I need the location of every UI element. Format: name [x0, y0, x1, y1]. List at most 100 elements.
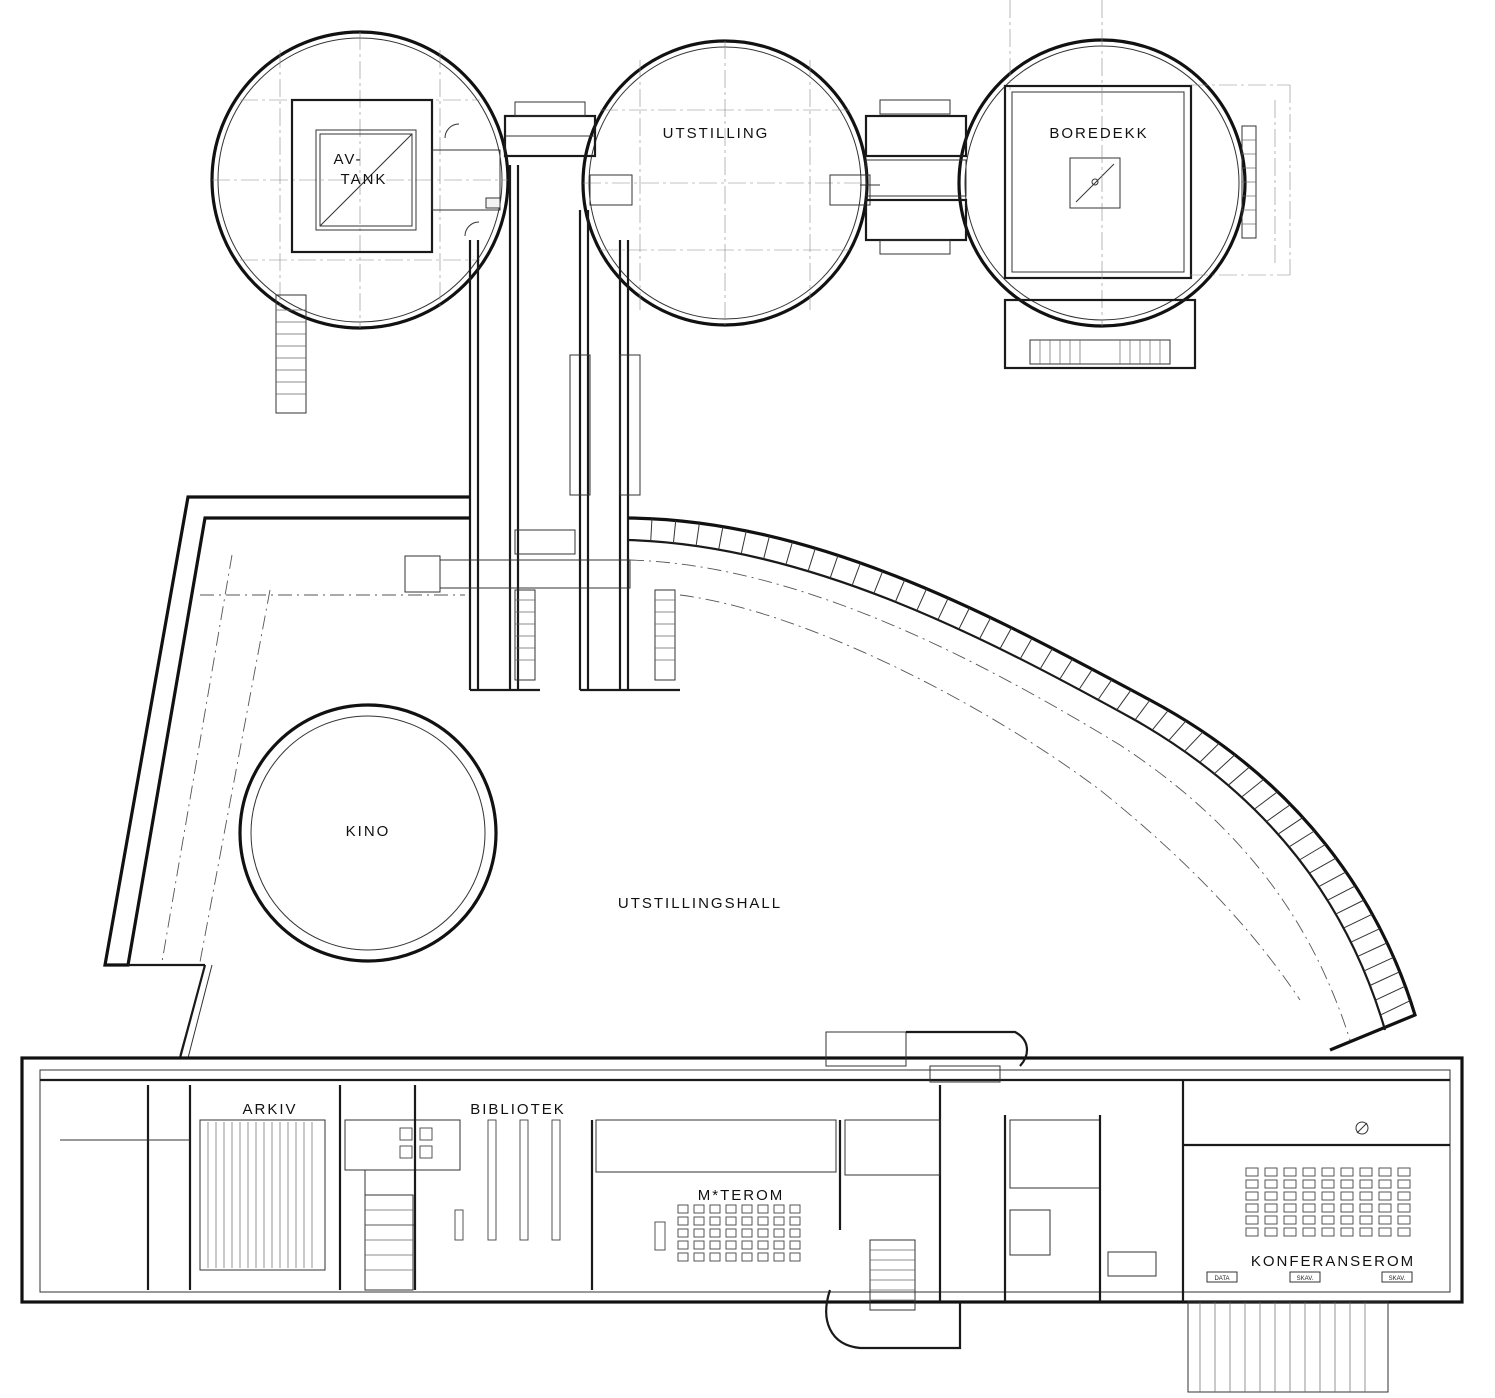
- meeting-chair: [741, 1240, 753, 1250]
- meeting-chair: [741, 1228, 753, 1238]
- conference-chair: [1397, 1227, 1411, 1237]
- tank-left: [210, 30, 510, 330]
- mullion: [916, 588, 928, 611]
- mullion: [1369, 971, 1400, 986]
- conference-chair: [1302, 1167, 1316, 1177]
- room-labels: AV- TANK UTSTILLING BOREDEKK KINO UTSTIL…: [242, 125, 1415, 1282]
- tank-middle: [581, 39, 880, 327]
- mullion: [894, 579, 906, 603]
- label-moterom: M*TEROM: [698, 1187, 785, 1204]
- mullion: [1227, 766, 1251, 786]
- meeting-chair: [789, 1204, 801, 1214]
- mullion: [1277, 817, 1304, 835]
- conference-chair: [1321, 1167, 1335, 1177]
- conference-chair: [1321, 1203, 1335, 1213]
- label-skap-1: SKAV.: [1297, 1276, 1314, 1282]
- conference-chair: [1397, 1203, 1411, 1213]
- mullion: [1019, 637, 1033, 660]
- meeting-chair: [709, 1240, 721, 1250]
- conference-chair: [1340, 1215, 1354, 1225]
- conference-chair: [1340, 1227, 1354, 1237]
- mullion: [979, 617, 992, 640]
- meeting-chair: [693, 1252, 705, 1262]
- label-konferanserom: KONFERANSEROM: [1251, 1253, 1415, 1270]
- conference-chair: [1340, 1167, 1354, 1177]
- conference-chair: [1340, 1191, 1354, 1201]
- mullion: [1343, 913, 1373, 929]
- meeting-chair: [693, 1204, 705, 1214]
- label-arkiv: ARKIV: [242, 1101, 297, 1118]
- meeting-chair: [789, 1228, 801, 1238]
- mullion: [650, 518, 653, 542]
- meeting-chair: [773, 1204, 785, 1214]
- conference-chair: [1283, 1191, 1297, 1201]
- conference-chair: [1397, 1215, 1411, 1225]
- mullion: [1288, 830, 1315, 848]
- conference-chair: [1397, 1191, 1411, 1201]
- meeting-chair: [693, 1216, 705, 1226]
- conference-chair: [1302, 1203, 1316, 1213]
- meeting-chair: [757, 1204, 769, 1214]
- meeting-chair: [677, 1204, 689, 1214]
- conference-chair: [1245, 1179, 1259, 1189]
- conference-chair: [1283, 1167, 1297, 1177]
- central-corridor: [404, 165, 680, 692]
- mullion: [1357, 942, 1388, 957]
- meeting-chair: [773, 1252, 785, 1262]
- label-skap-2: SKAV.: [1389, 1276, 1406, 1282]
- mullion: [740, 530, 747, 555]
- mullion: [1134, 699, 1151, 721]
- meeting-chair: [693, 1228, 705, 1238]
- mullion: [1380, 1000, 1411, 1016]
- mullion: [1184, 731, 1204, 752]
- mullion: [1350, 928, 1381, 943]
- mullion: [1199, 742, 1220, 763]
- conference-chair: [1378, 1203, 1392, 1213]
- kino-cylinder: [238, 703, 498, 963]
- library-chair: [399, 1127, 413, 1141]
- mullion: [851, 562, 861, 586]
- conference-chair: [1321, 1227, 1335, 1237]
- conference-chair: [1359, 1167, 1373, 1177]
- conference-chair: [1302, 1215, 1316, 1225]
- conference-chair: [1283, 1179, 1297, 1189]
- meeting-chair: [677, 1240, 689, 1250]
- conference-chair: [1359, 1227, 1373, 1237]
- meeting-chair: [773, 1216, 785, 1226]
- conference-chair: [1302, 1179, 1316, 1189]
- conference-chair: [1397, 1167, 1411, 1177]
- meeting-chair: [725, 1252, 737, 1262]
- mullion: [1299, 843, 1326, 861]
- conference-chair: [1283, 1227, 1297, 1237]
- meeting-chair: [677, 1228, 689, 1238]
- meeting-chair: [757, 1240, 769, 1250]
- mullion: [1363, 956, 1394, 972]
- meeting-chair: [677, 1216, 689, 1226]
- mullion: [1266, 804, 1291, 823]
- meeting-chair: [725, 1240, 737, 1250]
- label-kino: KINO: [346, 823, 391, 840]
- conference-chair: [1264, 1179, 1278, 1189]
- mullion: [672, 520, 677, 544]
- mullion: [1213, 754, 1236, 775]
- conference-chair: [1302, 1227, 1316, 1237]
- meeting-chair: [757, 1252, 769, 1262]
- conference-chair: [1359, 1203, 1373, 1213]
- conference-chair: [1378, 1179, 1392, 1189]
- conference-chair: [1302, 1191, 1316, 1201]
- conference-chair: [1283, 1215, 1297, 1225]
- meeting-chair: [725, 1216, 737, 1226]
- meeting-table: [654, 1221, 666, 1251]
- mullion: [1059, 658, 1074, 680]
- conference-chair: [1264, 1167, 1278, 1177]
- mullion: [1309, 857, 1337, 874]
- conference-chair: [1245, 1167, 1259, 1177]
- mullion: [1078, 669, 1093, 690]
- library-chair: [399, 1145, 413, 1159]
- mullion: [1097, 679, 1113, 701]
- conference-chair: [1359, 1215, 1373, 1225]
- library-chair: [419, 1127, 433, 1141]
- meeting-chair: [757, 1228, 769, 1238]
- mullion: [763, 535, 770, 560]
- label-bibliotek: BIBLIOTEK: [470, 1101, 566, 1118]
